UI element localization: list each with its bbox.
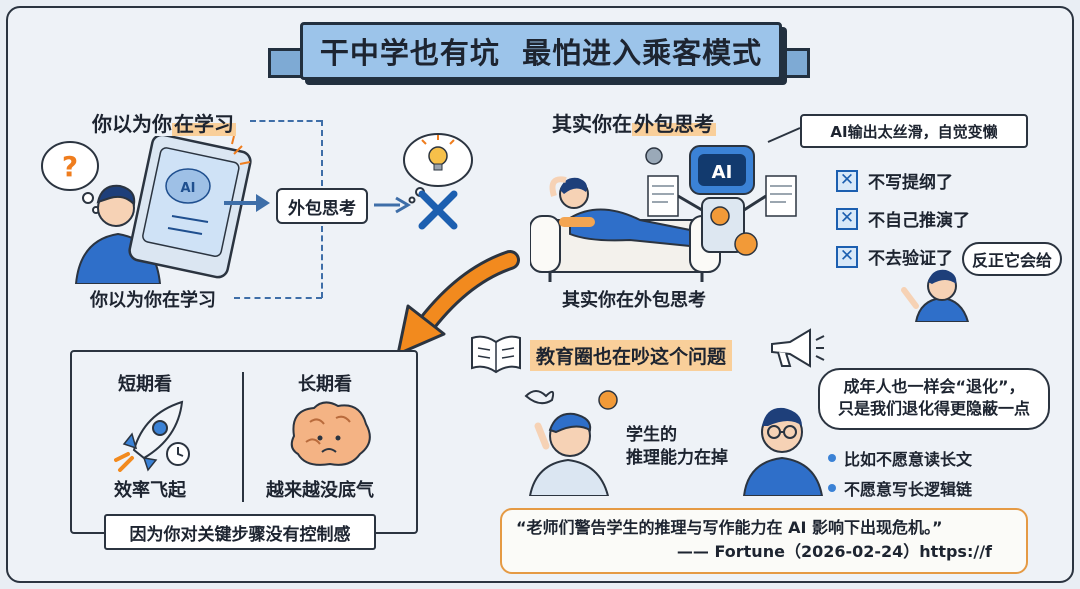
arrow-to-cross-icon xyxy=(374,196,411,214)
rocket-icon xyxy=(114,400,190,472)
left-heading-prefix: 你以为你 xyxy=(92,112,172,136)
lounging-person-icon xyxy=(549,176,691,248)
callout-box: AI输出太丝滑，自觉变懒 xyxy=(800,114,1028,148)
arrow-to-outsource-icon xyxy=(224,194,270,212)
control-footer-box: 因为你对关键步骤没有控制感 xyxy=(104,514,376,550)
worried-brain-icon xyxy=(290,401,371,466)
question-bubble-icon: ? xyxy=(41,141,100,214)
outsource-thinking-box: 外包思考 xyxy=(276,188,368,224)
page-title: 干中学也有坑 最怕进入乘客模式 xyxy=(319,36,763,70)
bullet-dot-icon xyxy=(828,484,836,492)
dashed-connector-top-v xyxy=(321,120,323,186)
adult-bullets: 比如不愿意读长文 不愿意写长逻辑链 xyxy=(828,446,972,500)
bullet-item: 不愿意写长逻辑链 xyxy=(828,476,972,500)
title-banner: 干中学也有坑 最怕进入乘客模式 xyxy=(300,22,782,80)
callout-text: AI输出太丝滑，自觉变懒 xyxy=(830,122,998,141)
student-caption-line1: 学生的 xyxy=(626,425,677,445)
education-heading: 教育圈也在吵这个问题 xyxy=(530,340,733,371)
curved-arrow-icon xyxy=(396,250,520,356)
speech-bubble: 反正它会给 xyxy=(962,242,1062,276)
dashed-connector-bottom xyxy=(234,297,322,299)
checkbox-cross-icon: ✕ xyxy=(836,245,858,268)
lightbulb-cross-illustration xyxy=(403,133,473,230)
bullet-dot-icon xyxy=(828,454,836,462)
long-term-label: 长期看 xyxy=(298,374,352,395)
short-term-result: 效率飞起 xyxy=(114,480,186,501)
robot-ai-label: AI xyxy=(712,162,733,183)
tablet-ai-label: AI xyxy=(181,181,196,196)
right-heading-prefix: 其实你在 xyxy=(552,112,632,136)
megaphone-icon xyxy=(771,328,825,368)
checklist-item: ✕不写提纲了 xyxy=(836,168,970,193)
callout-pointer-icon xyxy=(767,127,801,143)
student-caption-line2: 推理能力在掉 xyxy=(626,447,728,468)
adult-bubble-line2: 只是我们退化得更隐蔽一点 xyxy=(837,398,1030,418)
bullet-item: 比如不愿意读长文 xyxy=(828,446,972,470)
left-caption: 你以为你在学习 xyxy=(90,290,216,311)
svg-text:?: ? xyxy=(62,150,78,183)
cross-icon xyxy=(418,190,458,230)
waving-person-icon xyxy=(901,269,970,322)
left-heading-highlight: 在学习 xyxy=(172,112,236,136)
control-footer-text: 因为你对关键步骤没有控制感 xyxy=(129,524,351,545)
left-heading: 你以为你在学习 xyxy=(92,108,236,137)
adult-speech-bubble: 成年人也一样会“退化”， 只是我们退化得更隐蔽一点 xyxy=(818,368,1050,430)
right-caption: 其实你在外包思考 xyxy=(562,290,706,311)
open-book-icon xyxy=(471,335,521,374)
checklist-item: ✕不去验证了 xyxy=(836,244,970,269)
tablet-icon xyxy=(128,136,252,279)
quote-box: “老师们警告学生的推理与写作能力在 AI 影响下出现危机。” —— Fortun… xyxy=(500,508,1028,574)
outsource-thinking-label: 外包思考 xyxy=(288,198,356,219)
sofa-and-robot-illustration: AI xyxy=(530,145,797,282)
short-term-label: 短期看 xyxy=(118,374,172,395)
right-heading: 其实你在外包思考 xyxy=(552,108,716,137)
lightbulb-bubble-icon xyxy=(403,133,473,204)
adult-bubble-line1: 成年人也一样会“退化”， xyxy=(843,377,1025,396)
right-heading-highlight: 外包思考 xyxy=(632,112,716,136)
checkbox-cross-icon: ✕ xyxy=(836,207,858,230)
banner-ribbon-left xyxy=(268,48,306,78)
long-term-result: 越来越没底气 xyxy=(266,480,374,501)
quote-text: “老师们警告学生的推理与写作能力在 AI 影响下出现危机。” xyxy=(516,518,943,537)
checklist: ✕不写提纲了 ✕不自己推演了 ✕不去验证了 xyxy=(836,168,970,269)
student-caption: 学生的 推理能力在掉 xyxy=(626,424,728,470)
adult-glasses-icon xyxy=(742,407,824,496)
quote-source: —— Fortune（2026-02-24）https://f xyxy=(676,542,992,561)
gear-icon xyxy=(645,147,758,256)
dashed-connector-top xyxy=(250,120,322,122)
dashed-connector-bottom-v xyxy=(321,226,323,298)
panel-divider xyxy=(242,372,244,502)
speech-text: 反正它会给 xyxy=(971,251,1052,270)
person-with-tablet-illustration: ? AI xyxy=(41,136,252,284)
checkbox-cross-icon: ✕ xyxy=(836,169,858,192)
checklist-item: ✕不自己推演了 xyxy=(836,206,970,231)
confused-student-icon xyxy=(524,390,618,496)
